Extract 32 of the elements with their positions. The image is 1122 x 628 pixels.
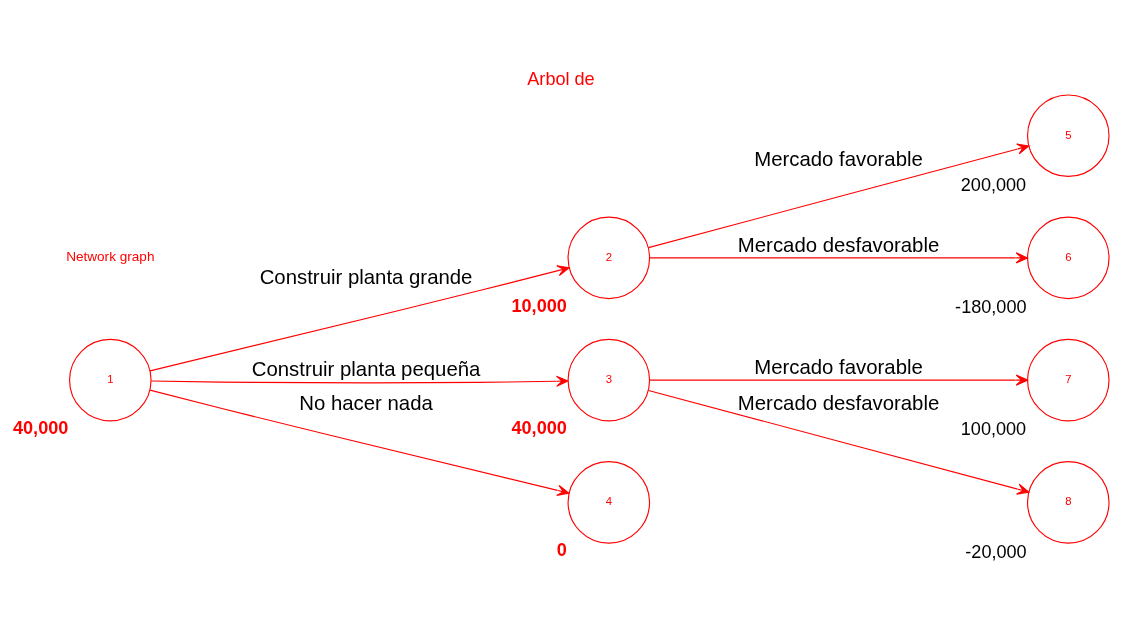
arrow — [149, 264, 570, 371]
arrow — [647, 389, 1030, 495]
node-label: 40,000 — [12, 417, 69, 438]
node-circle: 8 — [1026, 460, 1110, 544]
node-circle: 3 — [567, 338, 651, 421]
node-label: 0 — [556, 539, 567, 560]
node-label: 10,000 — [511, 295, 567, 316]
edge-label: Construir planta pequeña — [251, 357, 481, 380]
arrow — [149, 389, 570, 496]
diagram-title: Arbol de — [527, 68, 595, 89]
arrow — [647, 142, 1030, 248]
node-label: 40,000 — [511, 417, 567, 438]
arrow — [150, 375, 569, 387]
node-circle: 5 — [1026, 93, 1110, 177]
arrow — [649, 374, 1029, 386]
edge-label: Mercado favorable — [754, 355, 923, 378]
edge-label: Mercado favorable — [754, 147, 923, 170]
edge-label: Mercado desfavorable — [737, 233, 940, 256]
edge-label: Mercado desfavorable — [737, 391, 940, 414]
node-label: -20,000 — [965, 541, 1027, 562]
node-label: 100,000 — [960, 418, 1027, 439]
node-circle: 1 — [69, 338, 152, 421]
label: Network graph — [66, 248, 155, 264]
edge-label: Construir planta grande — [259, 265, 473, 288]
arrow — [649, 251, 1029, 264]
node-circle: 4 — [567, 460, 651, 544]
node-circle: 7 — [1026, 338, 1110, 421]
edge-label: No hacer nada — [299, 391, 433, 414]
node-label: 200,000 — [960, 174, 1027, 195]
node-circle: 2 — [567, 216, 651, 299]
node-label: -180,000 — [955, 296, 1027, 317]
node-circle: 6 — [1026, 216, 1110, 299]
